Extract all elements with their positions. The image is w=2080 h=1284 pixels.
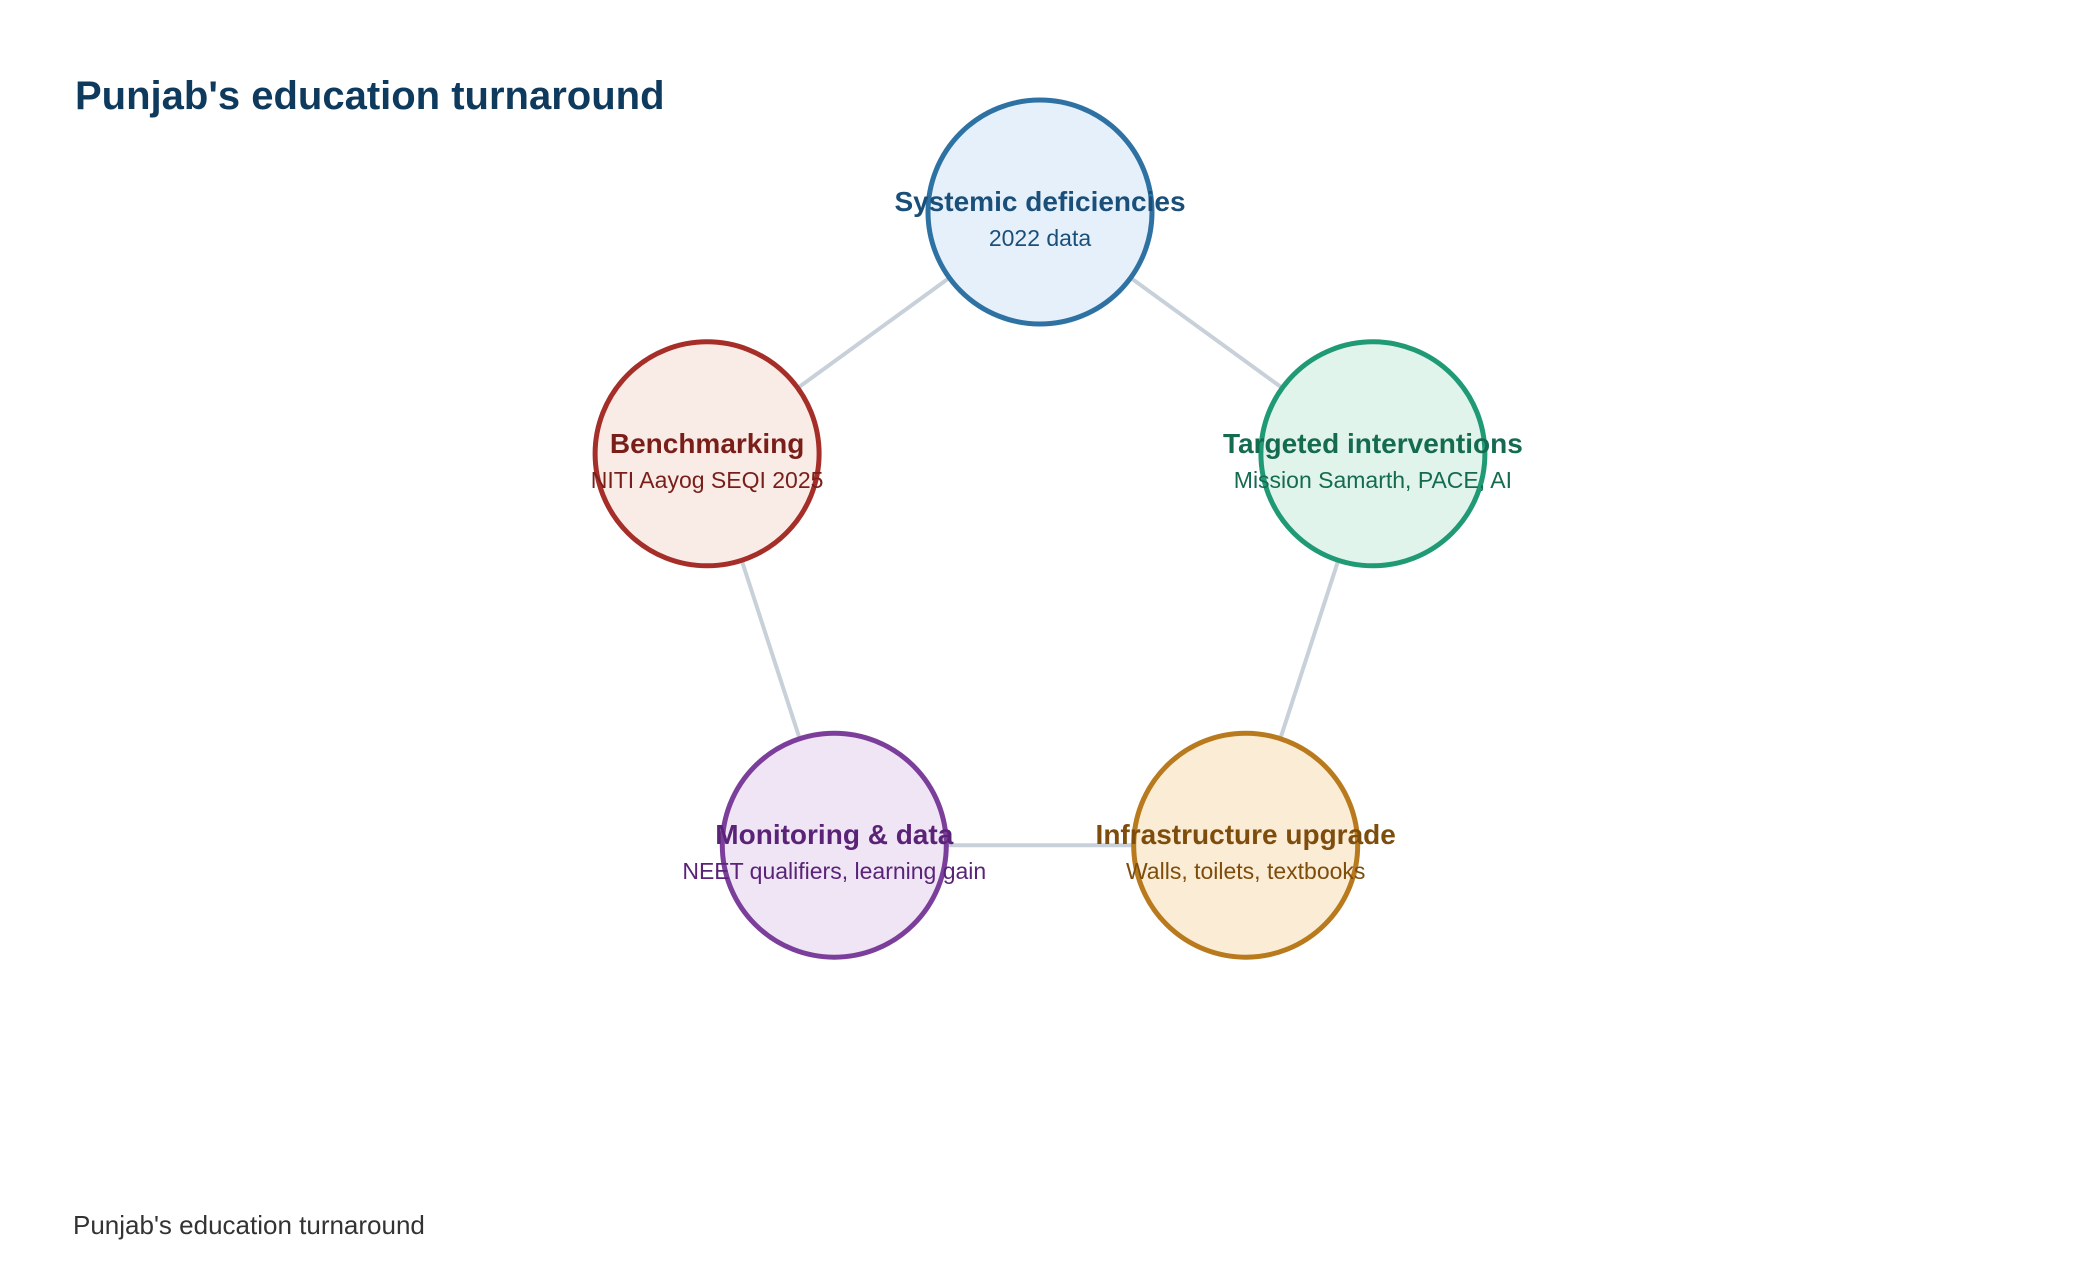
node-label: Benchmarking	[610, 428, 805, 459]
node-sublabel: Mission Samarth, PACE, AI	[1234, 467, 1512, 493]
node-label: Infrastructure upgrade	[1096, 819, 1396, 850]
node-circle	[1131, 730, 1361, 960]
node-circle	[719, 730, 949, 960]
node-label: Systemic deficiencies	[894, 186, 1185, 217]
diagram-title: Punjab's education turnaround	[75, 74, 665, 118]
node-circle	[592, 339, 822, 569]
node-sublabel: NITI Aayog SEQI 2025	[591, 467, 824, 493]
node-systemic-deficiencies: Systemic deficiencies 2022 data	[894, 97, 1186, 327]
node-sublabel: Walls, toilets, textbooks	[1126, 858, 1365, 884]
node-circle	[1258, 339, 1488, 569]
node-sublabel: NEET qualifiers, learning gain	[682, 858, 986, 884]
node-circle	[925, 97, 1155, 327]
node-label: Targeted interventions	[1223, 428, 1523, 459]
node-label: Monitoring & data	[715, 819, 953, 850]
footer-caption: Punjab's education turnaround	[73, 1210, 425, 1240]
node-sublabel: 2022 data	[989, 225, 1092, 251]
